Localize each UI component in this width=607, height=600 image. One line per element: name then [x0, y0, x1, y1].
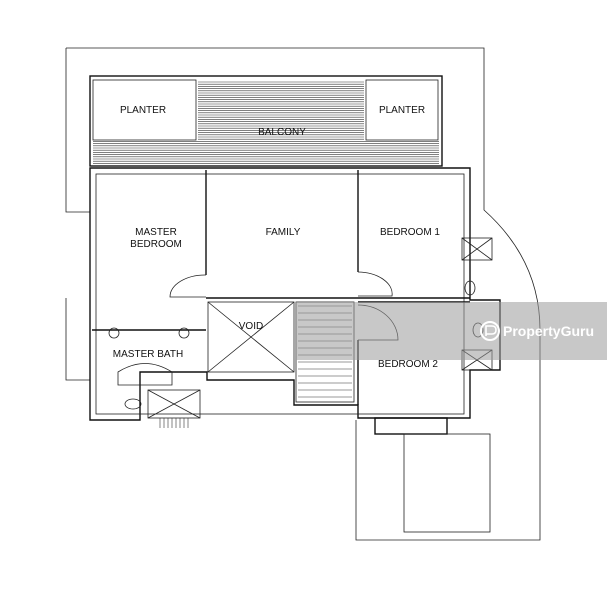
door-master-bedroom[interactable]	[169, 274, 207, 298]
balcony-deck-hatch	[93, 81, 439, 164]
site-boundary-left	[65, 48, 90, 213]
label-bedroom2: BEDROOM 2	[378, 359, 438, 370]
planter-right-box	[365, 79, 439, 141]
balcony-frame	[89, 75, 443, 167]
void-cross-b	[207, 301, 295, 373]
label-void: VOID	[239, 321, 263, 332]
label-planter-left: PLANTER	[120, 105, 166, 116]
house-outer-wall	[89, 167, 501, 421]
label-balcony: BALCONY	[258, 127, 306, 138]
watermark-band	[296, 302, 607, 360]
basin-right-icon	[178, 327, 190, 339]
toilet-side-icon	[464, 280, 476, 296]
label-family: FAMILY	[266, 227, 301, 238]
house-inner-wall	[95, 173, 465, 415]
label-master-bedroom-1: MASTER	[135, 227, 177, 238]
label-master-bath: MASTER BATH	[113, 349, 183, 360]
door-bedroom1[interactable]	[357, 271, 393, 297]
toilet-master-icon	[124, 398, 142, 410]
shower-master	[147, 389, 201, 419]
basin-left-icon	[108, 327, 120, 339]
watermark-text: PropertyGuru	[503, 323, 594, 339]
propertyguru-logo-icon	[480, 321, 500, 341]
bathtub-icon	[117, 363, 173, 386]
shower-side-top-cross-b	[461, 237, 493, 261]
vent-grille	[159, 418, 189, 428]
label-bedroom1: BEDROOM 1	[380, 227, 440, 238]
void-area	[207, 301, 295, 373]
site-boundary-left-lower	[65, 298, 90, 381]
lower-terrace	[403, 433, 491, 533]
shower-side-top	[461, 237, 493, 261]
label-planter-right: PLANTER	[379, 105, 425, 116]
label-master-bedroom-2: BEDROOM	[130, 239, 182, 250]
shower-master-cross-b	[147, 389, 201, 419]
planter-left-box	[92, 79, 197, 141]
bedroom2-ledge	[374, 417, 448, 435]
